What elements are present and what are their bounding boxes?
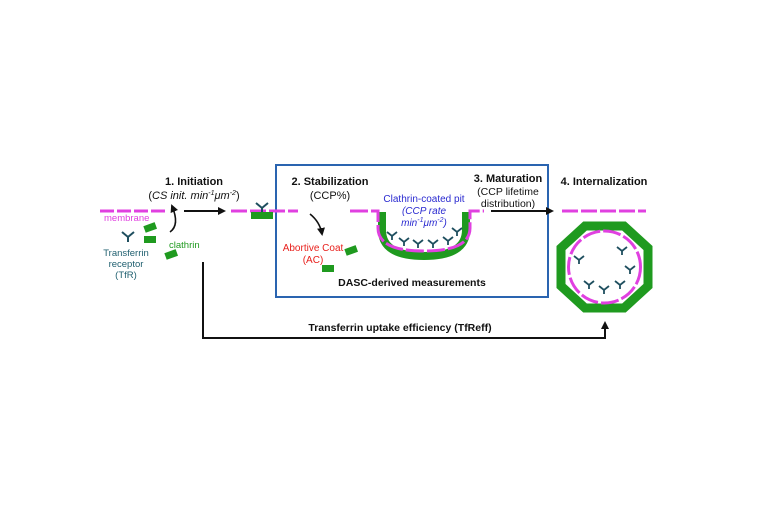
internalization-title: 4. Internalization: [561, 176, 648, 188]
vesicle-receptors: [573, 246, 636, 294]
abortive-label-line2: (AC): [303, 255, 324, 266]
tfr-label-line3: (TfR): [115, 270, 137, 281]
ccp-title: Clathrin-coated pit: [383, 194, 464, 205]
abortive-clathrin: [322, 265, 334, 272]
vesicle-membrane: [567, 229, 642, 305]
tfreff-arrow: [202, 262, 609, 339]
tfr-label-line2: receptor: [109, 259, 144, 270]
maturation-metric-line2: distribution): [481, 198, 535, 210]
tfr-label-line1: Transferrin: [103, 248, 149, 259]
clathrin-piece: [143, 222, 158, 233]
ccp-receptors: [386, 227, 463, 248]
vesicle-clathrin-coat: [556, 221, 653, 313]
ccp-membrane: [350, 209, 484, 253]
abortive-arrow: [309, 213, 325, 236]
abortive-label-line1: Abortive Coat: [283, 243, 344, 254]
dasc-box: [275, 164, 549, 298]
stabilization-title: 2. Stabilization: [291, 176, 368, 188]
maturation-metric-line1: (CCP lifetime: [477, 186, 539, 198]
receptor-icon: [255, 202, 269, 212]
ccp-rate-line2: min-1μm-2): [401, 217, 447, 229]
clathrin-piece: [164, 249, 179, 260]
initiation-metric: (CS init. min-1μm-2): [148, 190, 239, 202]
receptor-icon: [121, 231, 135, 242]
ccp-rate-line1: (CCP rate: [402, 206, 447, 217]
maturation-title: 3. Maturation: [474, 173, 543, 185]
clathrin-nucleus: [251, 212, 273, 219]
dasc-label: DASC-derived measurements: [338, 277, 486, 289]
tfreff-label: Transferrin uptake efficiency (TfReff): [308, 322, 491, 334]
membrane-label: membrane: [104, 213, 149, 224]
recruitment-arrow: [169, 204, 179, 233]
initiation-title: 1. Initiation: [165, 176, 223, 188]
clathrin-piece: [144, 236, 156, 243]
clathrin-label: clathrin: [169, 240, 200, 251]
abortive-clathrin: [344, 245, 359, 256]
stabilization-metric: (CCP%): [310, 190, 350, 202]
